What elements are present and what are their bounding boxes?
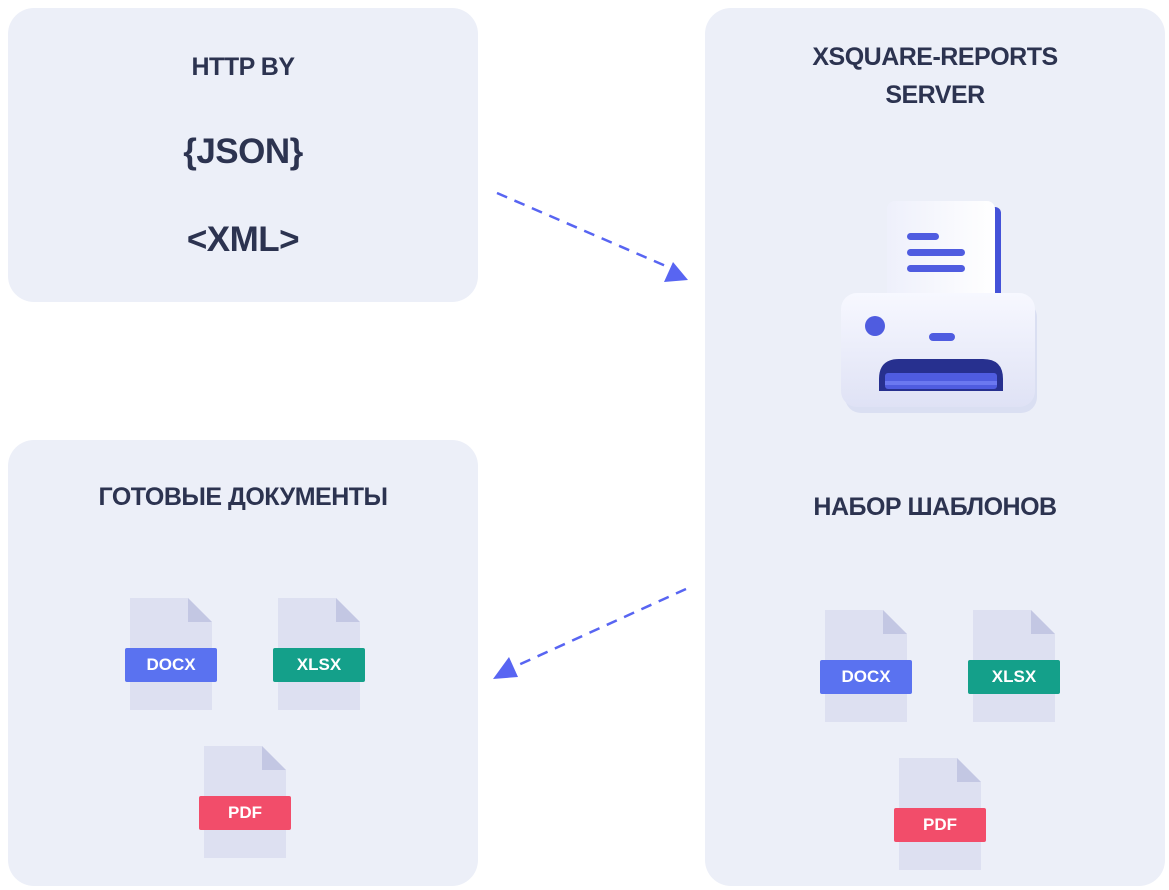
server-title-line2: SERVER (885, 81, 985, 109)
server-card: XSQUARE-REPORTS SERVER НАБ (705, 8, 1165, 886)
server-to-output-arrow (493, 587, 687, 679)
input-to-server-arrow (496, 191, 688, 282)
output-card-title: ГОТОВЫЕ ДОКУМЕНТЫ (98, 483, 388, 511)
input-card: HTTP BY {JSON} <XML> (8, 8, 478, 302)
docx-file-icon: DOCX (125, 598, 230, 710)
json-format-label: {JSON} (183, 132, 303, 171)
template-xlsx-badge: XLSX (968, 660, 1060, 694)
template-pdf-file-icon: PDF (894, 758, 999, 870)
template-pdf-badge: PDF (894, 808, 986, 842)
input-card-title: HTTP BY (191, 53, 296, 81)
pdf-badge: PDF (199, 796, 291, 830)
xlsx-badge: XLSX (273, 648, 365, 682)
printer-icon (841, 201, 1037, 413)
template-xlsx-file-icon: XLSX (968, 610, 1073, 722)
xlsx-file-icon: XLSX (273, 598, 378, 710)
server-title-line1: XSQUARE-REPORTS (812, 43, 1058, 71)
xml-format-label: <XML> (186, 220, 300, 259)
templates-title: НАБОР ШАБЛОНОВ (813, 493, 1057, 521)
pdf-file-icon: PDF (199, 746, 304, 858)
docx-badge: DOCX (125, 648, 217, 682)
output-card: ГОТОВЫЕ ДОКУМЕНТЫ DOCX XLSX PDF (8, 440, 478, 886)
template-docx-badge: DOCX (820, 660, 912, 694)
template-docx-file-icon: DOCX (820, 610, 925, 722)
